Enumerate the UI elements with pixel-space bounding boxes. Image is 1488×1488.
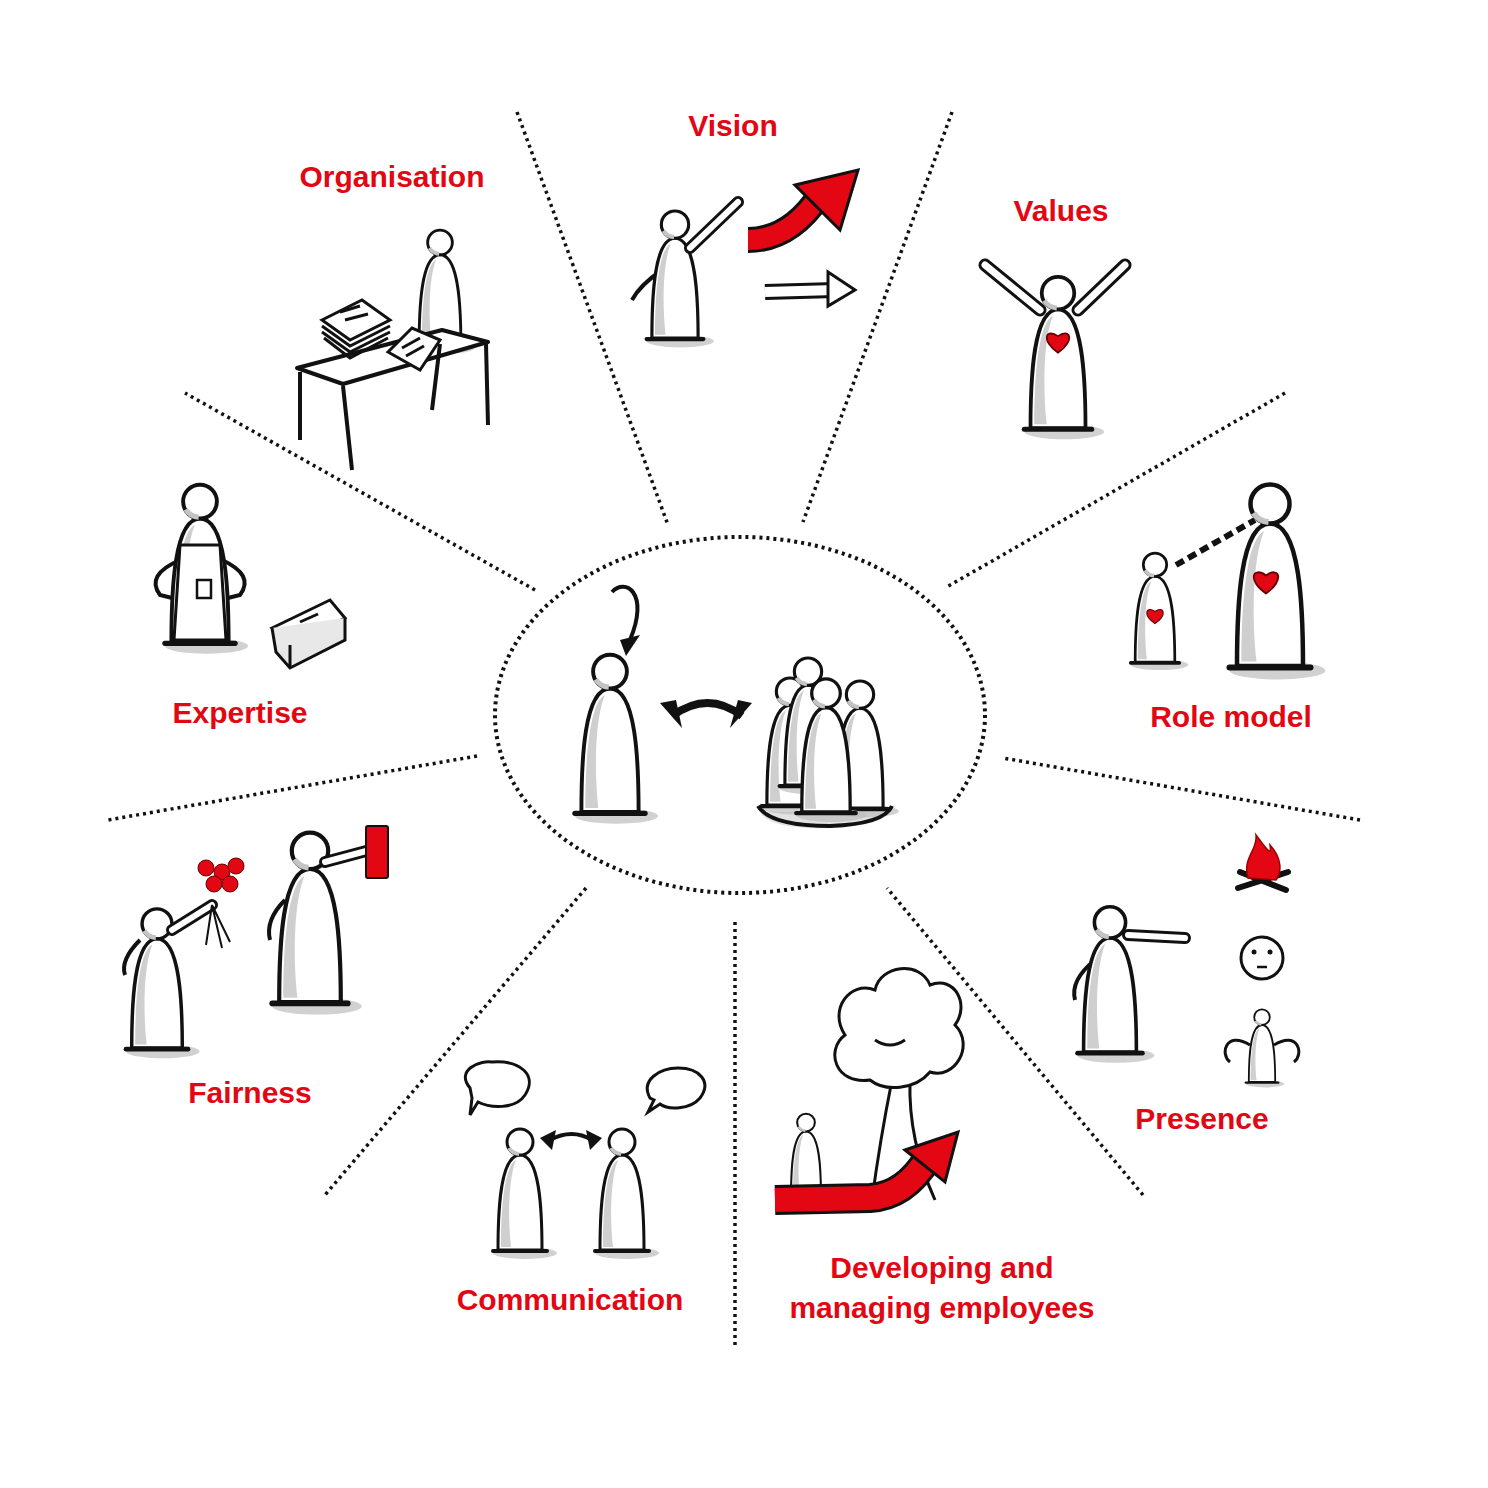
role-model-figures: [1131, 485, 1326, 680]
segment-label: Role model: [1150, 697, 1312, 737]
center-leader-team: [495, 537, 985, 893]
separator-lines: [108, 112, 1360, 1345]
values-figure: [985, 265, 1125, 439]
segment-label: Fairness: [188, 1073, 311, 1113]
segment-label: Developing and managing employees: [770, 1248, 1115, 1328]
vision-figure: [632, 170, 858, 347]
developing-tree: [775, 969, 963, 1203]
segment-label: Vision: [688, 106, 777, 146]
segment-label: Presence: [1135, 1099, 1268, 1139]
organisation-desk: [297, 230, 488, 470]
segment-label: Values: [1013, 191, 1108, 231]
segment-label: Expertise: [172, 693, 307, 733]
segment-label: Communication: [457, 1280, 684, 1320]
fairness-figures: [124, 826, 388, 1058]
expertise-figure: [156, 485, 346, 668]
presence-figure: [1074, 835, 1299, 1087]
segment-label: Organisation: [299, 157, 484, 197]
communication-figures: [465, 1062, 704, 1259]
